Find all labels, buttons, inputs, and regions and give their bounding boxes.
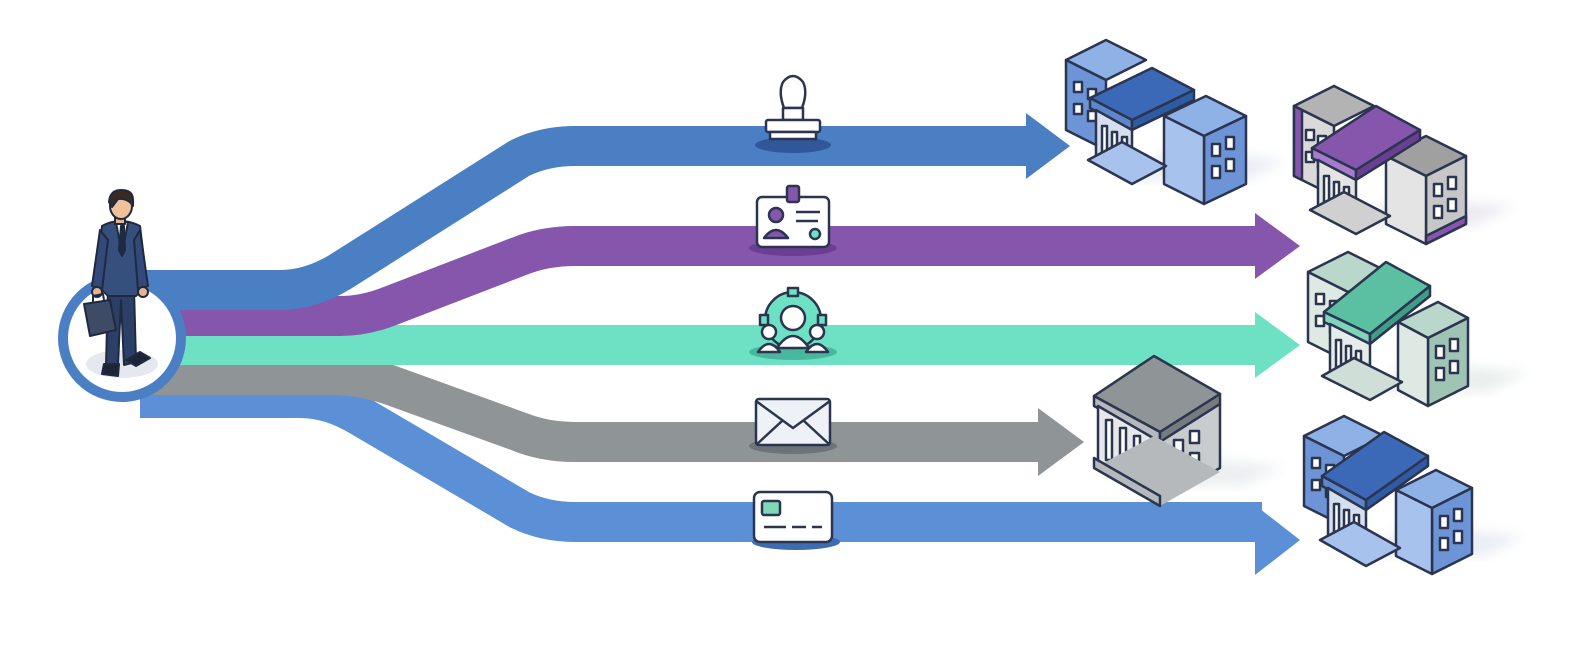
route-bands bbox=[140, 113, 1300, 575]
rubber-stamp-icon bbox=[755, 74, 831, 153]
route-band-4 bbox=[140, 355, 1084, 476]
id-badge-icon bbox=[749, 184, 837, 256]
route-icons bbox=[749, 74, 840, 550]
teal-government-building-icon bbox=[1306, 250, 1528, 408]
payment-card-icon bbox=[752, 490, 840, 550]
route-band-1 bbox=[140, 113, 1070, 310]
businessman-with-briefcase-icon bbox=[83, 189, 151, 377]
blue-government-building-icon bbox=[1064, 38, 1286, 206]
team-gear-icon bbox=[749, 286, 837, 360]
destinations bbox=[1064, 38, 1528, 576]
route-band-5 bbox=[140, 378, 1300, 575]
purple-government-building-icon bbox=[1292, 84, 1514, 246]
route-band-3 bbox=[140, 312, 1300, 378]
envelope-icon bbox=[749, 397, 837, 454]
gray-courthouse-icon bbox=[1092, 354, 1284, 508]
route-band-2 bbox=[140, 213, 1300, 336]
blue-government-building-icon bbox=[1302, 414, 1524, 576]
